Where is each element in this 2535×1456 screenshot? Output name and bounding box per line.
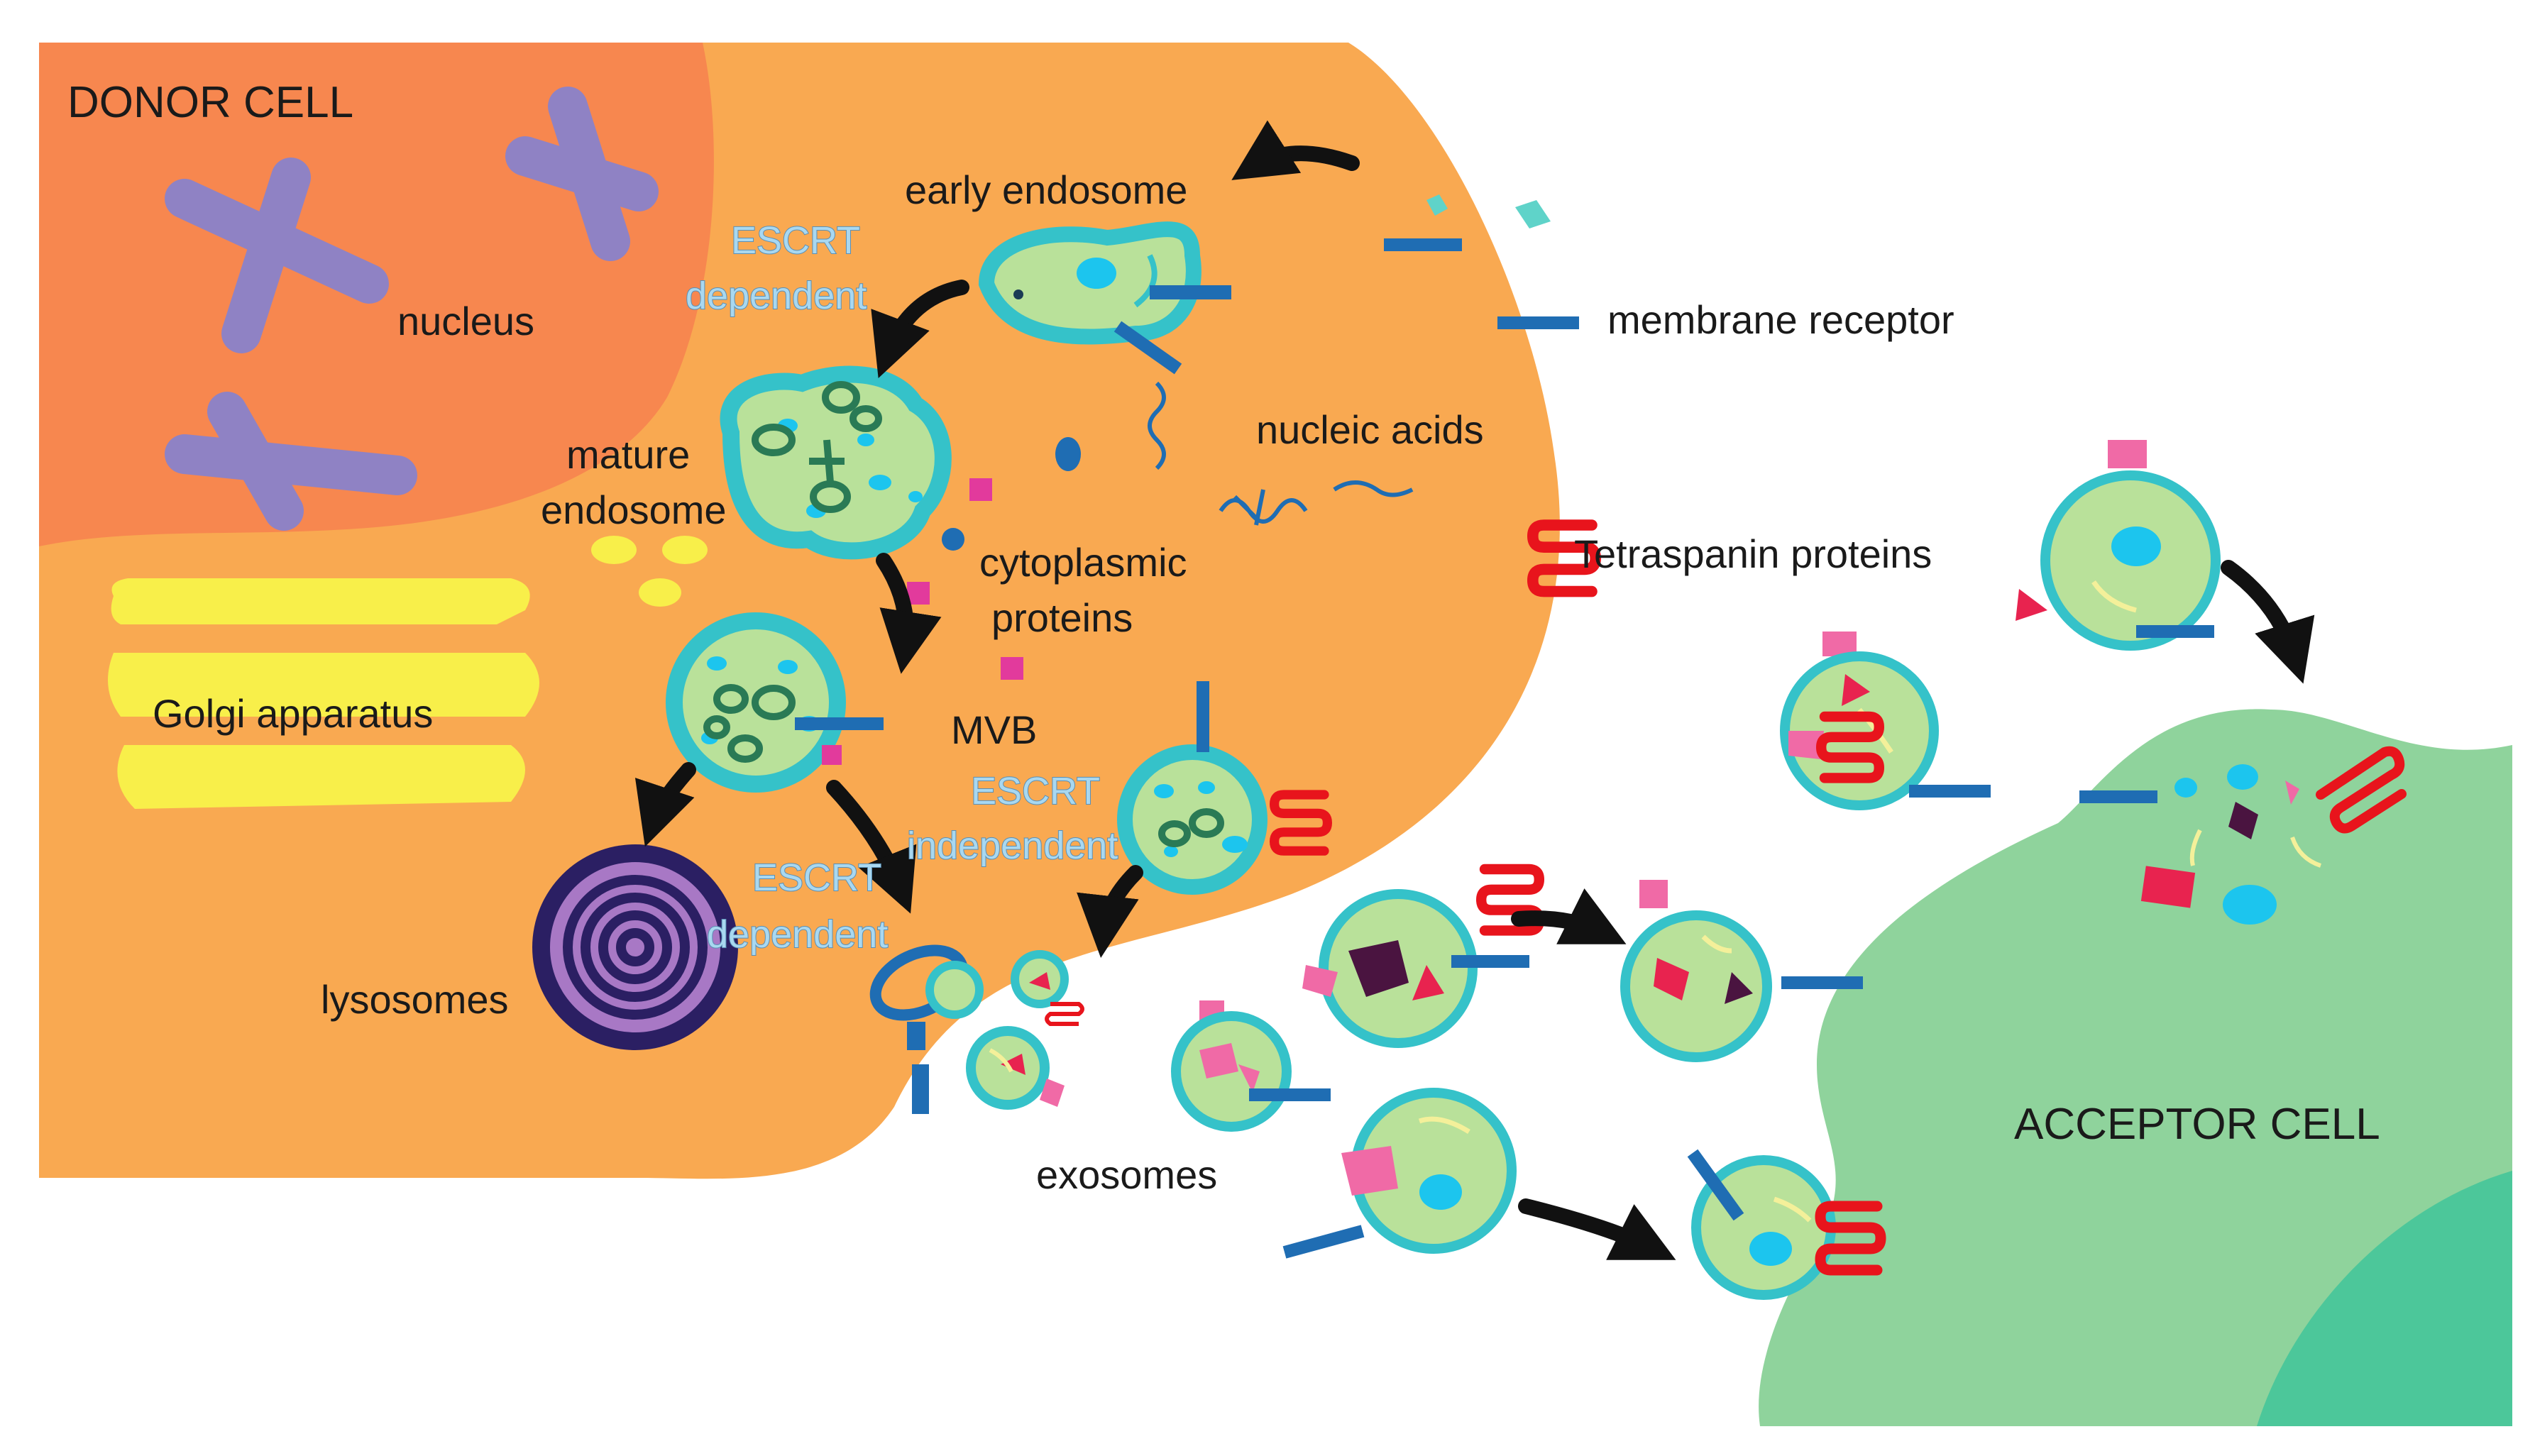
mature-endosome [720, 365, 952, 560]
process-arrows [634, 120, 2315, 1260]
acceptor-cell-region [2257, 1171, 2512, 1426]
exosomes-label: exosomes [1036, 1152, 1217, 1197]
arrow-to-early-endosome [1231, 120, 1360, 180]
arrow-to-acceptor-top [2221, 560, 2315, 684]
exosome-f [1341, 1088, 1517, 1254]
receptor-internalized [1113, 321, 1182, 375]
lysosome [532, 844, 738, 1050]
budding-exosomes [869, 944, 1084, 1114]
ligand-particles [1426, 194, 1551, 228]
acceptor-cell-label: ACCEPTOR CELL [2014, 1100, 2380, 1149]
exosome-e [1171, 1000, 1292, 1132]
receptor-exosome-docking [1687, 1149, 1744, 1221]
receptor-exosome-f [1282, 1225, 1365, 1259]
arrow-to-acceptor-bottom [1518, 1198, 1676, 1260]
tetraspanin-acceptor [2316, 746, 2407, 834]
lysosomes-label: lysosomes [321, 977, 509, 1022]
exosome-top-right [2016, 440, 2221, 651]
escrt-dependent-label-1-line1: ESCRT [731, 219, 860, 262]
arrow-mvb-to-release [826, 780, 917, 914]
exosome-d [1620, 880, 1772, 1062]
mature-endosome-label-line1: mature [566, 432, 690, 477]
membrane-receptor-label: membrane receptor [1607, 297, 1954, 342]
acceptor-cell [1759, 709, 2512, 1426]
arrow-mvb-to-lysosome [634, 762, 696, 847]
arrow-mature-to-mvb [876, 553, 942, 674]
arrow-independent-to-release [1077, 865, 1143, 958]
arrow-exosome-to-exosome [1511, 888, 1627, 944]
escrt-dependent-label-2-line2: dependent [707, 913, 888, 956]
mature-endosome-label-line2: endosome [541, 487, 727, 532]
escrt-independent-mvb [1117, 744, 1268, 895]
escrt-dependent-label-2-line1: ESCRT [752, 856, 881, 899]
cytoplasmic-protein-dots [907, 478, 1023, 680]
early-endosome [978, 221, 1201, 345]
arrow-early-to-mature [871, 280, 969, 378]
mvb-label: MVB [951, 707, 1037, 752]
mvb [666, 612, 846, 793]
donor-cell-label: DONOR CELL [67, 78, 353, 127]
escrt-independent-label-line2: independent [907, 824, 1118, 867]
nucleic-acid-strands [1148, 381, 1414, 526]
acceptor-cargo [2140, 764, 2322, 925]
nucleic-acids-label: nucleic acids [1256, 407, 1484, 452]
golgi-apparatus [108, 536, 708, 809]
nucleus-label: nucleus [397, 299, 534, 343]
chromosomes [165, 87, 659, 531]
escrt-dependent-label-1-line2: dependent [686, 275, 867, 317]
cytoplasmic-proteins-label-line2: proteins [991, 595, 1133, 640]
escrt-independent-label-line1: ESCRT [971, 770, 1100, 812]
cytoplasmic-proteins-label-line1: cytoplasmic [979, 540, 1187, 585]
exosome-c [1302, 889, 1478, 1048]
early-endosome-label: early endosome [905, 167, 1187, 212]
tetraspanin-proteins-label: Tetraspanin proteins [1574, 531, 1932, 576]
golgi-apparatus-label: Golgi apparatus [153, 691, 433, 736]
cytoplasmic-blue-dots [942, 437, 1081, 551]
